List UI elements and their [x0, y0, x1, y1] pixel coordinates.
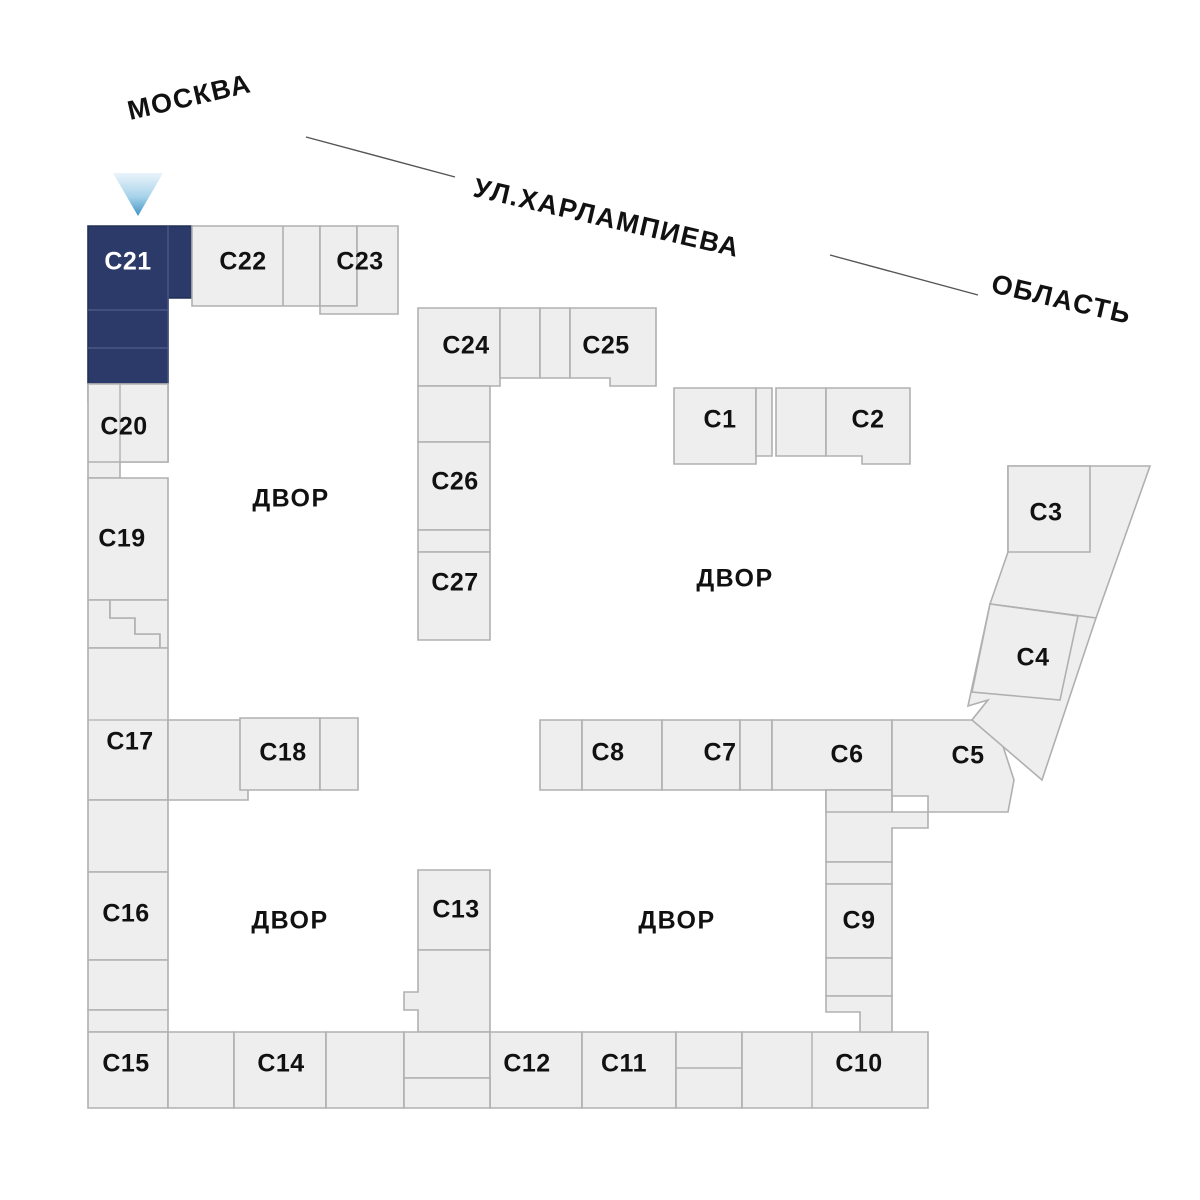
building-group-C7[interactable] — [661, 719, 773, 791]
building-group-C2[interactable] — [775, 387, 911, 465]
building-group-C20[interactable] — [87, 383, 169, 479]
building-label-C21: C21 — [104, 248, 151, 276]
building-group-C6[interactable] — [771, 719, 893, 813]
building-label-C25: C25 — [582, 332, 629, 360]
building-label-C24: C24 — [442, 332, 489, 360]
building-shape-C13-foot[interactable] — [403, 1031, 491, 1079]
building-shape-C13-stem[interactable] — [403, 949, 491, 1033]
building-labels: C1 C2 C3 C4 C5 C6 C7 C8 C9 C10 C11 C12 C… — [98, 248, 1062, 1078]
building-shape-C24-annex[interactable] — [499, 307, 541, 379]
leader-line-moskva — [305, 136, 456, 178]
building-shape-C18-annex[interactable] — [319, 717, 359, 791]
building-shape-C23[interactable] — [319, 225, 399, 315]
building-group-C4[interactable] — [966, 603, 1098, 782]
building-group-C1[interactable] — [673, 387, 773, 465]
yard-label-sw: ДВОР — [251, 907, 328, 935]
building-group-C27[interactable] — [417, 551, 491, 641]
location-marker — [113, 173, 163, 216]
building-shape-C7-annex[interactable] — [739, 719, 773, 791]
building-label-C4: C4 — [1017, 644, 1050, 672]
building-label-C6: C6 — [831, 741, 864, 769]
building-group-C3[interactable] — [988, 465, 1152, 619]
building-shape-C4[interactable] — [971, 603, 1079, 701]
building-shape-C26-top[interactable] — [417, 385, 491, 443]
building-shape-C25[interactable] — [569, 307, 657, 387]
street-label-harlampieva: УЛ.ХАРЛАМПИЕВА — [471, 173, 743, 264]
building-shape-C2[interactable] — [825, 387, 911, 465]
building-group-C16[interactable] — [87, 799, 169, 1033]
yard-label-ne: ДВОР — [696, 565, 773, 593]
building-label-C16: C16 — [102, 900, 149, 928]
building-label-C22: C22 — [219, 248, 266, 276]
building-group-C9[interactable] — [825, 789, 929, 1033]
yard-label-se: ДВОР — [638, 907, 715, 935]
building-label-C12: C12 — [503, 1050, 550, 1078]
building-shape-C9-band[interactable] — [825, 861, 893, 885]
building-group-C13[interactable] — [403, 869, 491, 1079]
building-label-C8: C8 — [592, 739, 625, 767]
building-shape-C16-foot[interactable] — [87, 1009, 169, 1033]
building-shape-C16-top[interactable] — [87, 799, 169, 873]
building-label-C1: C1 — [704, 406, 737, 434]
building-label-C9: C9 — [843, 907, 876, 935]
building-label-C27: C27 — [431, 569, 478, 597]
building-shape-C3[interactable] — [1007, 465, 1091, 553]
building-label-C11: C11 — [601, 1050, 647, 1078]
yard-label-nw: ДВОР — [252, 485, 329, 513]
building-label-C18: C18 — [259, 739, 306, 767]
building-group-C23[interactable] — [319, 225, 399, 315]
building-label-C14: C14 — [257, 1050, 304, 1078]
building-shape-C8-cap[interactable] — [539, 719, 583, 791]
building-group-C14[interactable] — [233, 1031, 405, 1109]
building-label-C3: C3 — [1030, 499, 1063, 527]
building-shape-C9-foot[interactable] — [825, 995, 893, 1033]
building-group-C15[interactable] — [87, 1031, 235, 1109]
building-group-C25[interactable] — [539, 307, 657, 387]
building-shape-C14-annex[interactable] — [325, 1031, 405, 1109]
building-shape-C25-annex[interactable] — [539, 307, 571, 379]
building-shape-C6-stem[interactable] — [825, 789, 893, 813]
building-label-C2: C2 — [852, 406, 885, 434]
building-shape-C12-link[interactable] — [403, 1077, 491, 1109]
building-label-C26: C26 — [431, 468, 478, 496]
building-shape-C19-filler[interactable] — [109, 599, 169, 649]
building-shape-C1-annex[interactable] — [755, 387, 773, 457]
building-shape-C15-annex[interactable] — [167, 1031, 235, 1109]
building-label-C23: C23 — [336, 248, 383, 276]
building-label-C13: C13 — [432, 896, 479, 924]
building-group-C18[interactable] — [167, 717, 359, 801]
building-group-C19[interactable] — [87, 477, 169, 649]
building-label-C17: C17 — [106, 728, 153, 756]
building-shape-C18-link[interactable] — [167, 719, 249, 801]
building-shape-C1[interactable] — [673, 387, 757, 465]
yard-labels: ДВОР ДВОР ДВОР ДВОР — [251, 485, 773, 935]
leader-line-oblast — [829, 254, 979, 296]
street-label-oblast: ОБЛАСТЬ — [989, 269, 1135, 330]
building-shape-C26-bot[interactable] — [417, 529, 491, 553]
building-group-C11[interactable] — [581, 1031, 743, 1109]
building-group-C26[interactable] — [417, 385, 491, 553]
building-group-C8[interactable] — [539, 719, 663, 791]
building-shape-C2-annex[interactable] — [775, 387, 827, 457]
building-shape-C27[interactable] — [417, 551, 491, 641]
building-shape-C24[interactable] — [417, 307, 501, 387]
building-shape-C11-annex[interactable] — [675, 1031, 743, 1109]
building-shape-C16-bot[interactable] — [87, 959, 169, 1011]
building-shape-C9-low[interactable] — [825, 957, 893, 997]
building-label-C10: C10 — [835, 1050, 882, 1078]
building-shape-C17[interactable] — [87, 647, 169, 801]
building-label-C7: C7 — [704, 739, 737, 767]
building-label-C5: C5 — [952, 742, 985, 770]
building-label-C20: C20 — [100, 413, 147, 441]
building-label-C15: C15 — [102, 1050, 149, 1078]
building-group-C17[interactable] — [87, 647, 169, 801]
building-label-C19: C19 — [98, 525, 145, 553]
street-label-moskva: МОСКВА — [125, 68, 255, 126]
